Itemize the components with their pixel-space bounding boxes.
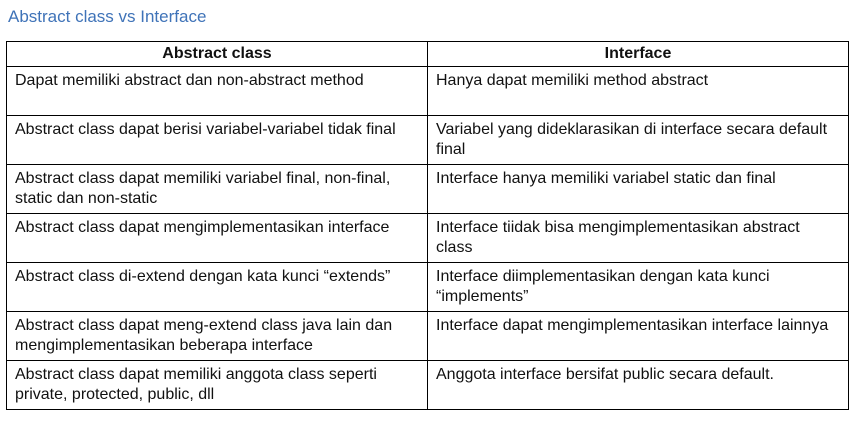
- interface-cell: Interface hanya memiliki variabel static…: [427, 164, 849, 214]
- interface-cell: Interface dapat mengimplementasikan inte…: [427, 311, 849, 361]
- interface-cell: Interface diimplementasikan dengan kata …: [427, 262, 849, 312]
- abstract-class-cell: Abstract class dapat memiliki anggota cl…: [6, 360, 428, 410]
- interface-cell: Anggota interface bersifat public secara…: [427, 360, 849, 410]
- abstract-class-cell: Abstract class dapat meng-extend class j…: [6, 311, 428, 361]
- header-abstract-class: Abstract class: [6, 41, 428, 67]
- table-header-row: Abstract class Interface: [6, 41, 849, 67]
- abstract-class-cell: Abstract class dapat memiliki variabel f…: [6, 164, 428, 214]
- interface-cell: Interface tiidak bisa mengimplementasika…: [427, 213, 849, 263]
- interface-cell: Hanya dapat memiliki method abstract: [427, 66, 849, 116]
- abstract-class-cell: Abstract class di-extend dengan kata kun…: [6, 262, 428, 312]
- table-row: Dapat memiliki abstract dan non-abstract…: [6, 66, 849, 116]
- comparison-table: Abstract class Interface Dapat memiliki …: [6, 41, 849, 410]
- header-interface: Interface: [427, 41, 849, 67]
- interface-cell: Variabel yang dideklarasikan di interfac…: [427, 115, 849, 165]
- table-row: Abstract class di-extend dengan kata kun…: [6, 262, 849, 312]
- table-row: Abstract class dapat memiliki variabel f…: [6, 164, 849, 214]
- abstract-class-cell: Dapat memiliki abstract dan non-abstract…: [6, 66, 428, 116]
- table-row: Abstract class dapat mengimplementasikan…: [6, 213, 849, 263]
- abstract-class-cell: Abstract class dapat mengimplementasikan…: [6, 213, 428, 263]
- table-row: Abstract class dapat memiliki anggota cl…: [6, 360, 849, 410]
- abstract-class-cell: Abstract class dapat berisi variabel-var…: [6, 115, 428, 165]
- table-row: Abstract class dapat meng-extend class j…: [6, 311, 849, 361]
- document-title: Abstract class vs Interface: [8, 7, 207, 26]
- table-row: Abstract class dapat berisi variabel-var…: [6, 115, 849, 165]
